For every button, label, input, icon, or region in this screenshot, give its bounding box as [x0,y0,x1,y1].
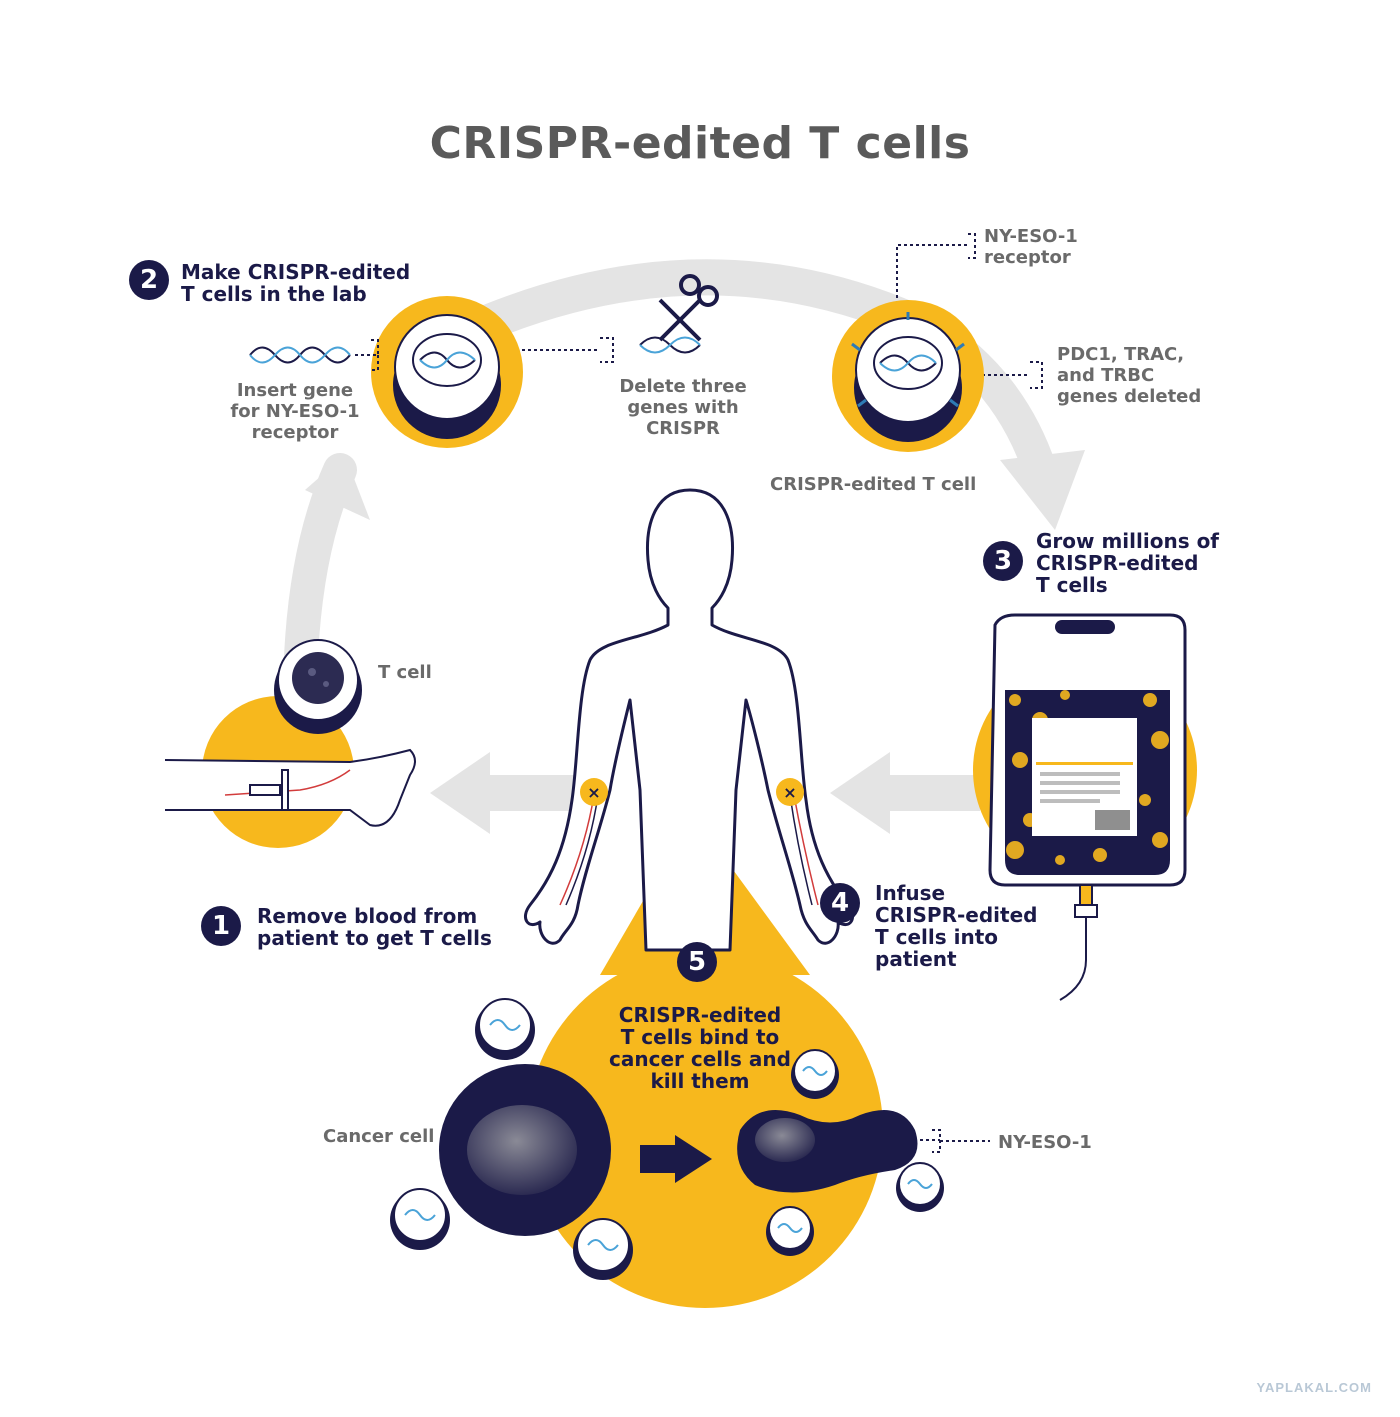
arrowheads [305,450,1085,834]
arrowhead-grow [1000,450,1085,530]
genes-deleted-label: PDC1, TRAC, and TRBC genes deleted [1057,344,1202,407]
step-5-title: CRISPR-edited T cells bind to cancer cel… [609,1003,791,1093]
edited-cell-label: CRISPR-edited T cell [770,474,977,495]
scissors-icon [639,274,719,354]
step-2-badge: 2 [129,260,169,300]
step-5-badge: 5 [677,942,717,982]
injection-sites: × × [580,778,804,806]
step-4-title: Infuse CRISPR-edited T cells into patien… [875,881,1038,971]
insert-gene-label: Insert gene for NY-ESO-1 receptor [230,380,360,443]
receptor-label: NY-ESO-1 receptor [984,226,1078,268]
t-cell-illustration [274,639,362,734]
arrow-lab-top [452,259,928,348]
arrowhead-to-blood [430,752,490,834]
page-title: CRISPR-edited T cells [429,118,971,169]
step-4-badge: 4 [820,883,860,923]
antigen-label: NY-ESO-1 [998,1132,1092,1153]
blood-draw-illustration [164,696,416,848]
step-1-badge: 1 [201,906,241,946]
step-2-title: Make CRISPR-edited T cells in the lab [181,260,411,306]
step-1-title: Remove blood from patient to get T cells [257,904,492,950]
dashed-leaders [355,233,1043,1153]
watermark: YAPLAKAL.COM [1256,1380,1372,1395]
attacking-t-cells [390,998,944,1280]
svg-text:×: × [783,783,796,802]
arrowhead-lab [305,455,370,520]
step-3-title: Grow millions of CRISPR-edited T cells [1036,529,1220,597]
crispr-edited-cell [832,300,984,452]
t-cell-label: T cell [378,662,432,683]
delete-genes-label: Delete three genes with CRISPR [619,376,747,439]
cancer-cell-label: Cancer cell [323,1126,435,1147]
arrowhead-from-bag [830,752,890,834]
svg-text:×: × [587,783,600,802]
kill-arrow-icon [640,1135,712,1183]
cancer-cell [439,1064,611,1236]
arm-lines [559,794,819,906]
iv-bag-illustration [973,613,1197,1001]
dying-cancer-cell [737,1110,918,1193]
step-3-badge: 3 [983,541,1023,581]
patient-silhouette [524,488,854,952]
lab-cell-input [371,296,523,448]
dna-strand-icon [249,346,351,364]
arrow-from-bag-body [880,775,980,811]
